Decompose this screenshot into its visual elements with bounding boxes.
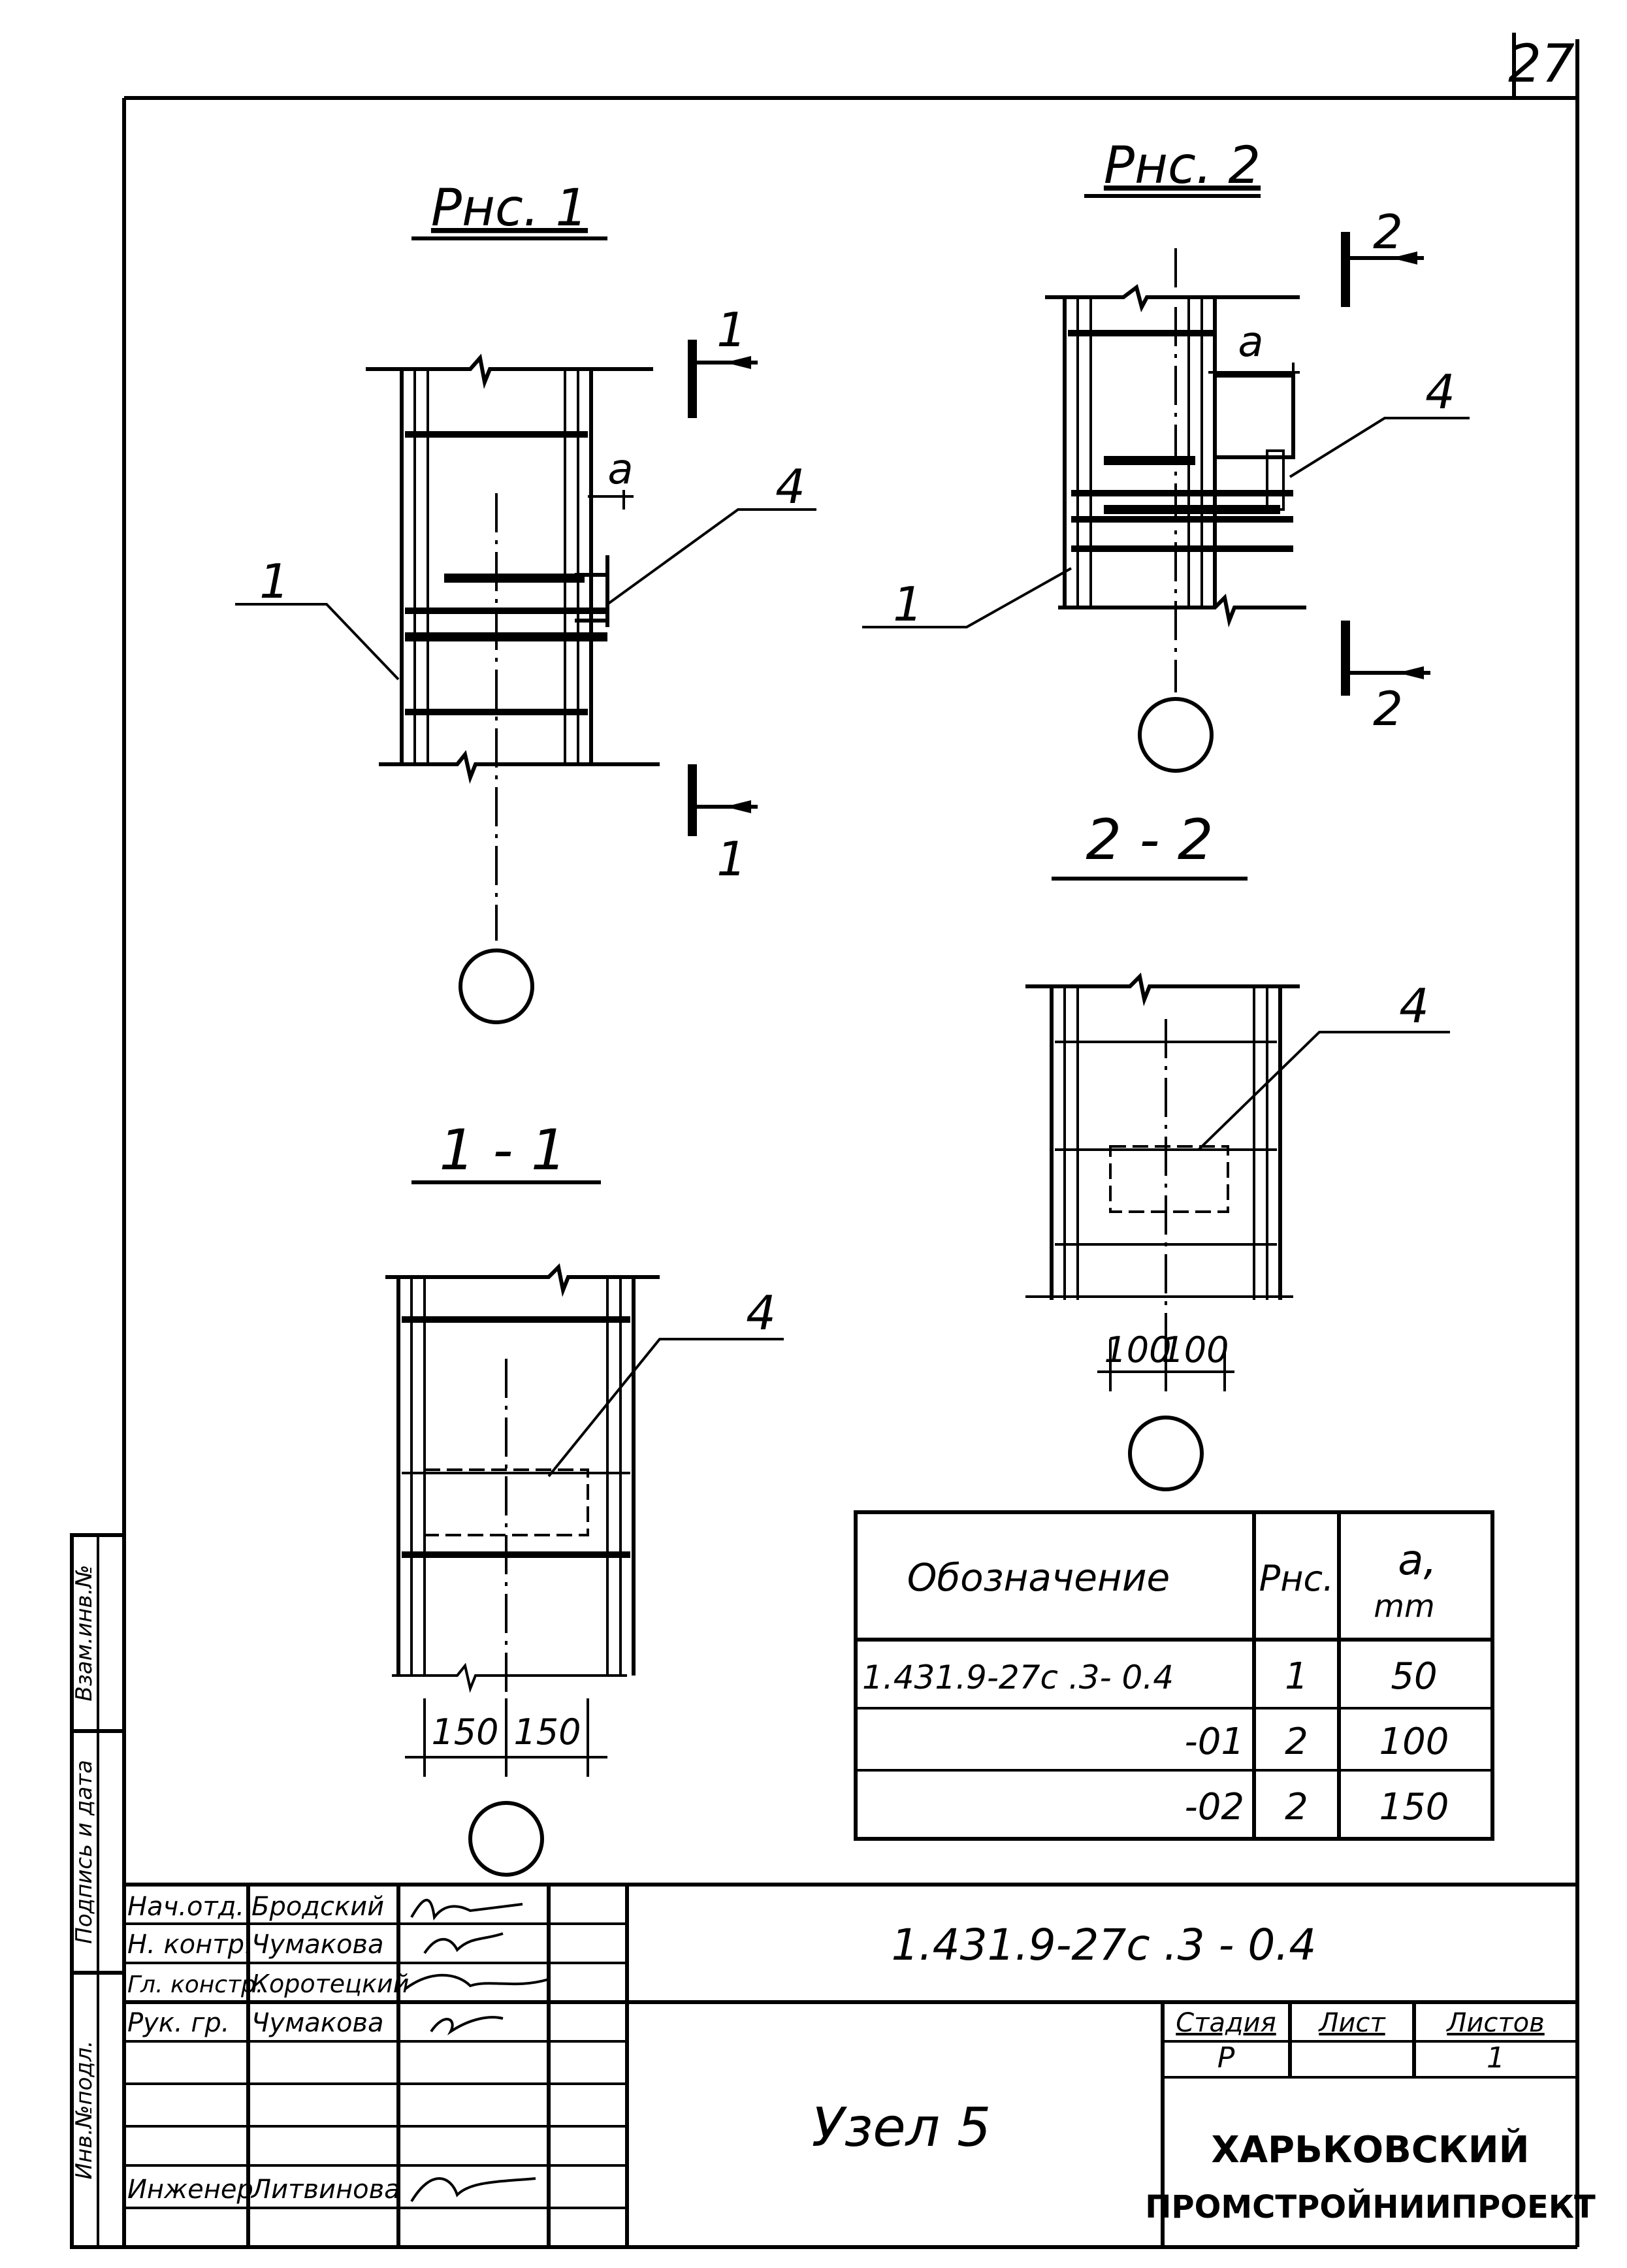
side-stamp-inv-orig: Инв.№подл. xyxy=(71,2041,97,2180)
side-stamp-sign-date: Подпись и дата xyxy=(71,1760,97,1944)
table-row-1-designation: 1.431.9-27c .3- 0.4 xyxy=(862,1659,1174,1696)
fig1-dim-a: a xyxy=(607,446,633,494)
fig2-title: Рнс. 2 xyxy=(1104,137,1261,195)
tb-code: 1.431.9-27c .3 - 0.4 xyxy=(892,1920,1317,1970)
table-row-2-fig: 2 xyxy=(1285,1721,1308,1763)
table-header-a: a, xyxy=(1398,1536,1437,1585)
sec22-pos-4-label: 4 xyxy=(1399,979,1429,1033)
fig1-pos-4-label: 4 xyxy=(775,459,805,514)
page-number: 27 xyxy=(1508,33,1575,94)
tb-person-4: Чумакова xyxy=(251,2008,384,2038)
table-header-fig: Рнс. xyxy=(1259,1558,1334,1599)
tb-person-1: Бродский xyxy=(251,1892,384,1922)
fig1-pos-1-label: 1 xyxy=(259,554,289,609)
fig1-section-mark-top: 1 xyxy=(717,302,747,357)
tb-org-line2: ПРОМСТРОЙНИИПРОЕКТ xyxy=(1145,2188,1596,2226)
tb-role-2: Н. контр. xyxy=(127,1930,253,1960)
tb-role-4: Рук. гр. xyxy=(127,2008,230,2038)
side-stamp xyxy=(70,1533,126,2249)
fig1-title: Рнс. 1 xyxy=(431,179,588,238)
designation-table xyxy=(854,1510,1494,1841)
sec22-dim-right: 100 xyxy=(1161,1329,1229,1370)
side-stamp-inv-dup: Взам.инв.№ xyxy=(71,1564,97,1701)
tb-stage-label: Стадия xyxy=(1176,2008,1276,2038)
table-header-a-unit: mm xyxy=(1374,1588,1435,1625)
tb-sheets-label: Листов xyxy=(1445,2008,1544,2038)
tb-role-3: Гл. констр. xyxy=(127,1971,263,1998)
tb-role-7: Инженер xyxy=(127,2175,253,2205)
table-row-1-fig: 1 xyxy=(1285,1655,1308,1698)
tb-name: Узел 5 xyxy=(812,2097,991,2159)
table-header-designation: Обозначение xyxy=(907,1555,1170,1600)
sec22-title: 2 - 2 xyxy=(1086,807,1213,873)
tb-sheets-value: 1 xyxy=(1487,2041,1505,2075)
table-row-2-designation: -01 xyxy=(1185,1721,1244,1763)
fig1-elevation: Рнс. 1 a 1 4 xyxy=(235,179,816,1024)
tb-person-2: Чумакова xyxy=(251,1930,384,1960)
fig2-pos-4-label: 4 xyxy=(1425,364,1455,419)
signatures xyxy=(404,1898,549,2203)
tb-sheet-label: Лист xyxy=(1317,2008,1386,2038)
fig2-pos-1-label: 1 xyxy=(893,577,923,632)
fig2-section-mark-top: 2 xyxy=(1373,204,1403,259)
sec11-dim-left: 150 xyxy=(431,1711,498,1753)
sec11-dim-right: 150 xyxy=(513,1711,581,1753)
fig2-section-mark-bottom: 2 xyxy=(1373,681,1403,736)
tb-stage-value: Р xyxy=(1217,2041,1235,2075)
table-row-3-a: 150 xyxy=(1379,1786,1449,1828)
tb-org-line1: ХАРЬКОВСКИЙ xyxy=(1212,2128,1530,2171)
title-block xyxy=(124,1883,1577,2247)
fig2-elevation: Рнс. 2 a 1 4 2 xyxy=(862,137,1470,773)
table-row-2-a: 100 xyxy=(1379,1721,1449,1763)
tb-role-1: Нач.отд. xyxy=(127,1892,244,1922)
sec11-pos-4-label: 4 xyxy=(746,1286,776,1340)
table-row-3-designation: -02 xyxy=(1185,1786,1244,1828)
table-row-3-fig: 2 xyxy=(1285,1786,1308,1828)
sec11-title: 1 - 1 xyxy=(439,1118,566,1183)
sec22-dim-left: 100 xyxy=(1104,1329,1171,1370)
fig1-section-mark-bottom: 1 xyxy=(717,832,747,886)
table-row-1-a: 50 xyxy=(1391,1655,1437,1698)
fig2-dim-a: a xyxy=(1238,318,1263,366)
section-2-2: 2 - 2 4 100 100 xyxy=(1025,807,1450,1491)
section-1-1: 1 - 1 4 150 150 xyxy=(385,1118,784,1877)
tb-person-7: Литвинова xyxy=(250,2175,400,2205)
tb-person-3: Коротецкий xyxy=(251,1969,409,1998)
